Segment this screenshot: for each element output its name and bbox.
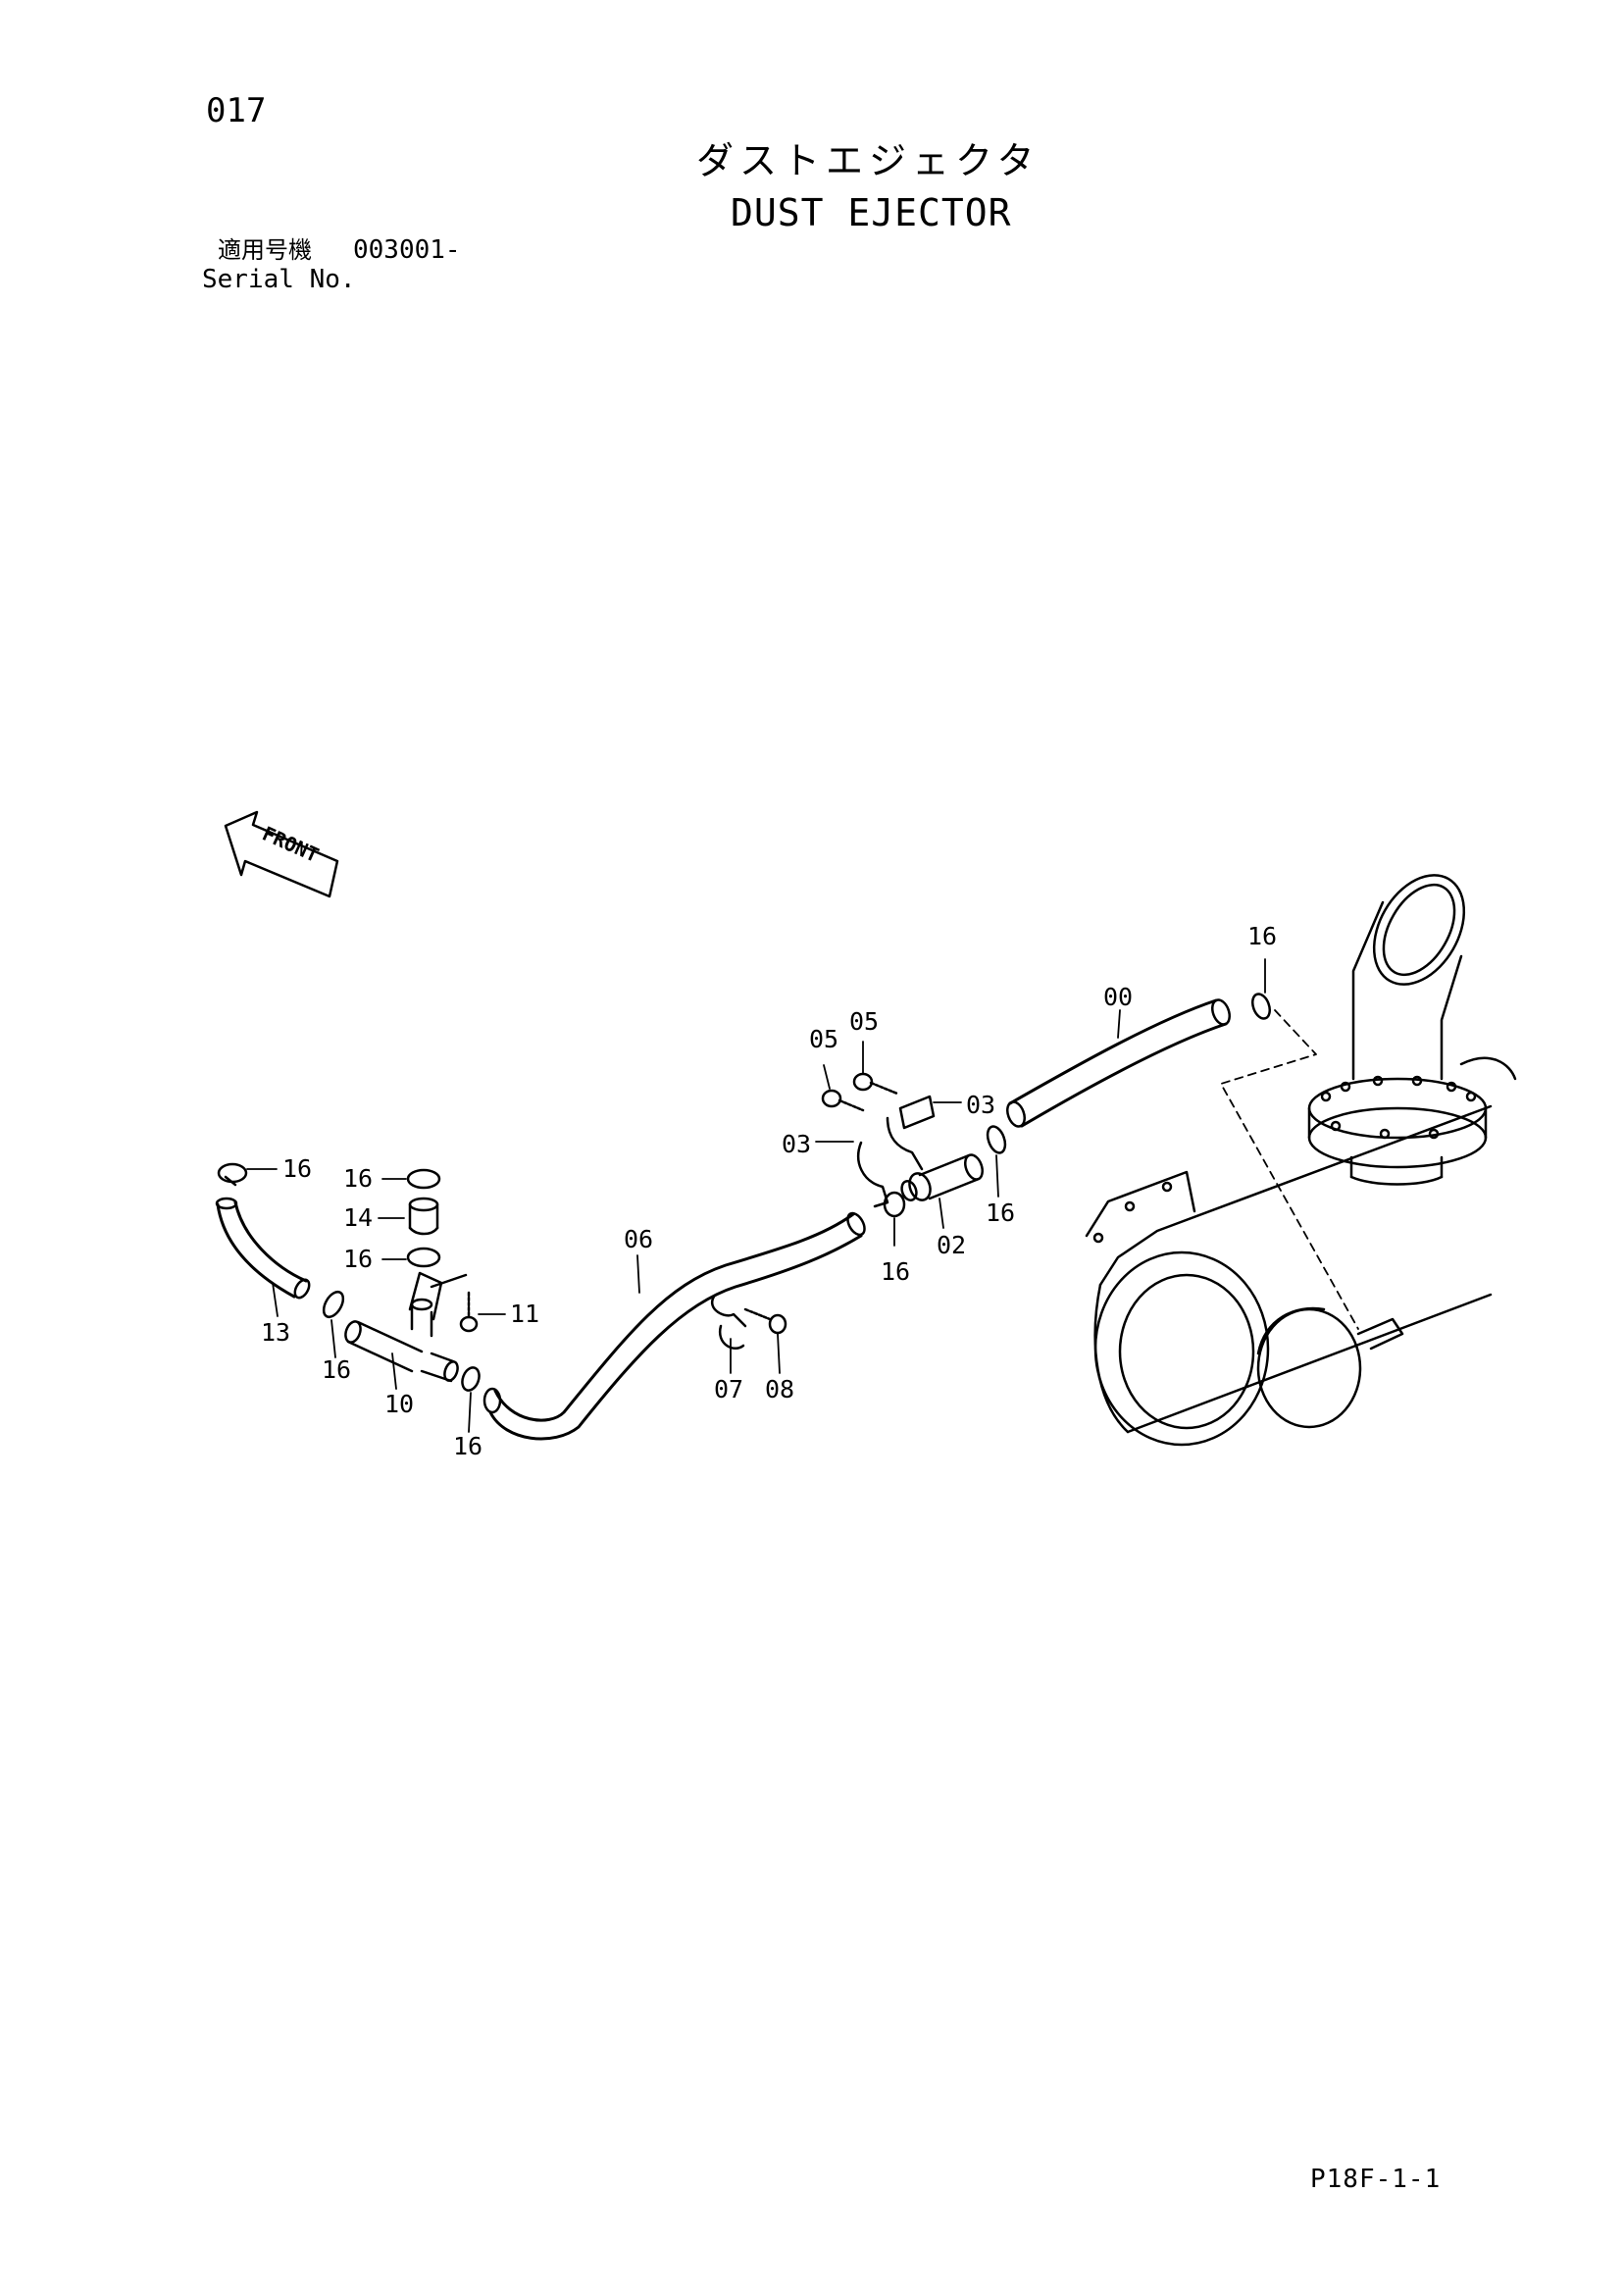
part-11-bolt	[459, 1291, 479, 1333]
callout-11: 11	[510, 1300, 539, 1328]
callout-16-valve-right: 16	[986, 1199, 1015, 1227]
clamp-16-lower-stack	[406, 1247, 441, 1268]
callout-03-right: 03	[966, 1091, 995, 1119]
clamp-16-valve-left	[883, 1191, 906, 1218]
callout-07: 07	[714, 1375, 743, 1403]
callout-08: 08	[765, 1375, 794, 1403]
serial-label-english: Serial No.	[202, 265, 356, 294]
part-13-hose	[215, 1197, 311, 1300]
clamp-16-tee-end	[461, 1366, 481, 1392]
part-05-bolt-left	[821, 1089, 865, 1112]
part-00-hose	[1006, 998, 1231, 1128]
callout-16-hose13-end: 16	[322, 1355, 351, 1384]
part-05-bolt-right	[852, 1072, 899, 1096]
callout-16-stack-bottom: 16	[343, 1245, 373, 1273]
part-08-bolt	[743, 1307, 787, 1335]
callout-14: 14	[343, 1203, 373, 1232]
front-arrow-icon: FRONT	[224, 810, 339, 898]
title-japanese: ダストエジェクタ	[696, 139, 1040, 182]
clamp-16-upper-stack	[406, 1168, 441, 1190]
clamp-16-hose13-end	[322, 1290, 345, 1319]
callout-05-right: 05	[849, 1007, 879, 1036]
air-cleaner-body	[1085, 1104, 1493, 1447]
callout-labels: 16 00 03 03 05 05 16 02 16 06 07 08 16 1…	[261, 922, 1277, 1460]
callout-00: 00	[1103, 983, 1133, 1011]
callout-16-top-right: 16	[1247, 922, 1277, 950]
callout-05-left: 05	[809, 1025, 838, 1053]
clamp-16-valve-right	[986, 1125, 1007, 1154]
callout-16-hose13: 16	[282, 1154, 312, 1183]
part-03-bracket-lower	[856, 1141, 889, 1208]
callout-16-stack-top: 16	[343, 1164, 373, 1193]
serial-label-japanese: 適用号機	[218, 236, 312, 264]
callout-06: 06	[624, 1225, 653, 1253]
title-english: DUST EJECTOR	[731, 191, 1012, 234]
page-number: 017	[206, 91, 267, 130]
sheet-code: P18F-1-1	[1310, 2165, 1442, 2194]
part-06-hose	[482, 1211, 866, 1441]
callout-03-left: 03	[782, 1130, 811, 1158]
leader-lines	[246, 958, 1266, 1433]
part-07-clip	[710, 1295, 747, 1351]
part-10-tee	[344, 1298, 459, 1383]
part-14-sleeve	[408, 1197, 439, 1236]
front-label: FRONT	[259, 822, 323, 867]
part-03-bracket-upper	[886, 1095, 936, 1171]
callout-16-valve-left: 16	[881, 1257, 910, 1286]
callout-10: 10	[384, 1390, 414, 1418]
callout-16-tee-end: 16	[453, 1432, 482, 1460]
part-02-valve	[900, 1153, 984, 1201]
callout-13: 13	[261, 1318, 290, 1347]
dashed-leaders	[1220, 1009, 1359, 1330]
serial-value: 003001-	[353, 235, 461, 265]
intake-elbow	[1307, 874, 1517, 1186]
callout-02: 02	[937, 1231, 966, 1259]
clamp-16-top-right	[1251, 993, 1271, 1020]
part-10-bracket	[408, 1271, 468, 1321]
clamp-16-hose13-top	[217, 1162, 248, 1187]
